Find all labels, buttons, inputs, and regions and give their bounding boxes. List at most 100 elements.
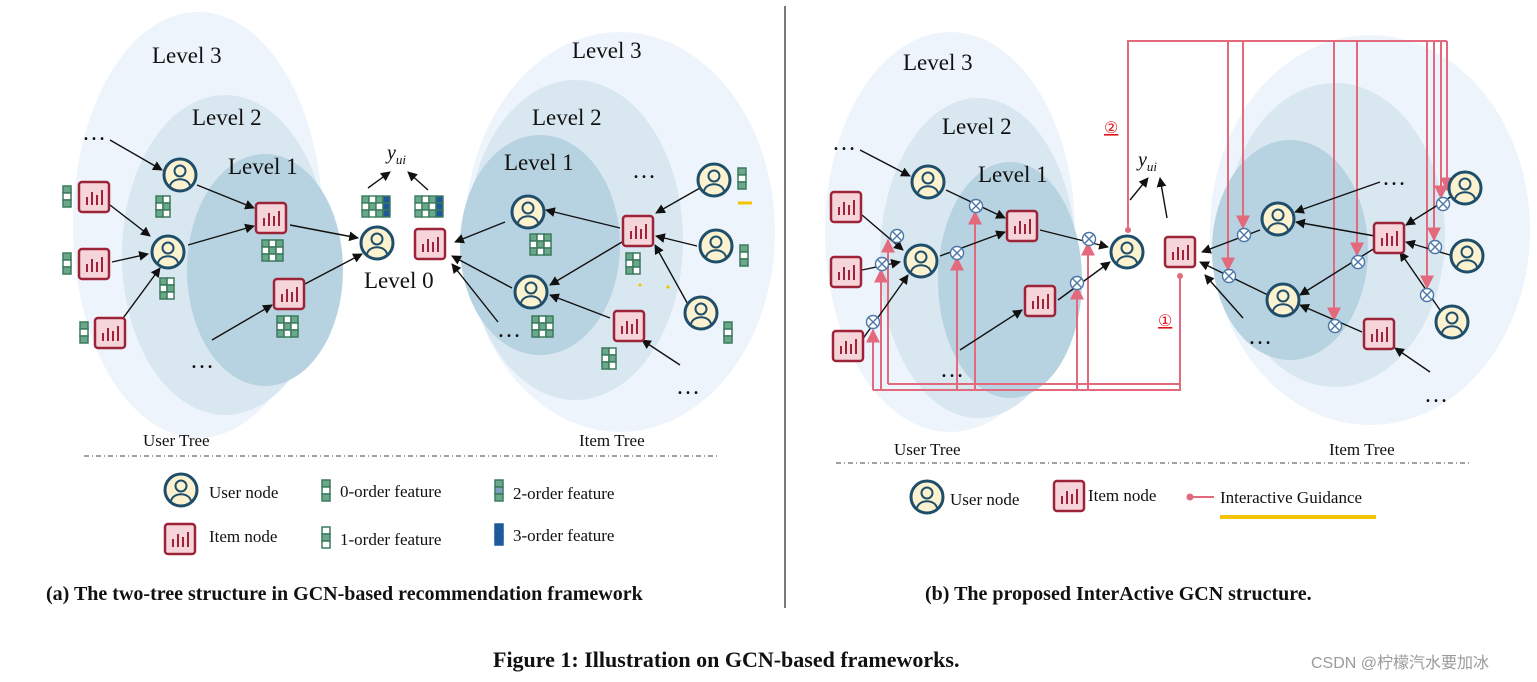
user-node (359, 225, 395, 261)
user-node-icon (163, 472, 199, 508)
feature-0-order (737, 167, 747, 190)
caption-b: (b) The proposed InterActive GCN structu… (925, 583, 1312, 605)
item-node (831, 329, 865, 363)
arrows-a (109, 139, 701, 366)
feature-1-order (601, 347, 617, 370)
item-node (1362, 317, 1396, 351)
ellipsis-a5: … (676, 374, 700, 400)
user-tree-label-b: User Tree (894, 440, 961, 459)
feature-final-user (361, 195, 391, 218)
user-node (903, 243, 939, 279)
user-node (1109, 234, 1145, 270)
b-ellipsis-5: … (1424, 382, 1448, 408)
item-node (93, 316, 127, 350)
yui-a: yui (385, 142, 406, 167)
item-level1-label: Level 1 (504, 150, 574, 175)
legend-f2: 2-order feature (513, 484, 614, 503)
item-node (77, 180, 111, 214)
item-tree-label-a: Item Tree (579, 431, 645, 450)
ellipsis-a2: … (190, 348, 214, 374)
user-node (698, 228, 734, 264)
user-node (1265, 282, 1301, 318)
yui-b: yui (1136, 149, 1157, 174)
b-level1-label: Level 1 (978, 162, 1048, 187)
yellow-dot (666, 285, 670, 289)
item-level2-label: Level 2 (532, 105, 602, 130)
user-node (910, 164, 946, 200)
item-node (1023, 284, 1057, 318)
feature-0-order (62, 252, 72, 275)
feature-0-order (62, 185, 72, 208)
ellipsis-a3: … (632, 158, 656, 184)
b-ellipsis-3: … (1382, 165, 1406, 191)
level0-label: Level 0 (364, 268, 434, 293)
yellow-dot (638, 283, 642, 287)
item-node (77, 247, 111, 281)
user-node (510, 194, 546, 230)
feature-final-item (414, 195, 444, 218)
item-node-icon (163, 522, 197, 556)
item-level3-label: Level 3 (572, 38, 642, 63)
user-node (683, 295, 719, 331)
feature-0-order (739, 244, 749, 267)
marker-1: ① (1158, 313, 1172, 330)
ellipsis-a1: … (82, 120, 106, 146)
feature-3-order (531, 315, 554, 338)
user-node (150, 234, 186, 270)
item-node (829, 190, 863, 224)
legend-f3: 3-order feature (513, 526, 614, 545)
feature-1-order (159, 277, 175, 300)
user-node (162, 157, 198, 193)
aggregator-markers (865, 196, 1451, 334)
legend-f0: 0-order feature (340, 482, 441, 501)
feature-2-icon (494, 479, 504, 502)
user-node (696, 162, 732, 198)
feature-0-order (79, 321, 89, 344)
user-tree-label-a: User Tree (143, 431, 210, 450)
feature-2-order (261, 239, 284, 262)
item-node (272, 277, 306, 311)
legend-user-node: User node (209, 483, 278, 502)
feature-1-order (155, 195, 171, 218)
b-ellipsis-2: … (940, 357, 964, 383)
user-node (513, 274, 549, 310)
item-node-icon (1052, 479, 1086, 513)
item-node (1163, 235, 1197, 269)
interactive-guidance-lines (866, 40, 1454, 391)
item-node (413, 227, 447, 261)
user-node (1260, 201, 1296, 237)
user-node (1449, 238, 1485, 274)
feature-3-order (276, 315, 299, 338)
legend-b-guidance: Interactive Guidance (1220, 488, 1362, 507)
item-node (829, 255, 863, 289)
user-level3-label: Level 3 (152, 43, 222, 68)
legend-item-node: Item node (209, 527, 277, 546)
user-level2-label: Level 2 (192, 105, 262, 130)
item-node (612, 309, 646, 343)
feature-1-icon (321, 526, 331, 549)
watermark: CSDN @柠檬汽水要加冰 (1311, 654, 1489, 672)
item-node (254, 201, 288, 235)
user-node (1434, 304, 1470, 340)
user-node (1447, 170, 1483, 206)
user-node-icon (909, 479, 945, 515)
feature-0-icon (321, 479, 331, 502)
b-ellipsis-1: … (832, 130, 856, 156)
feature-3-icon (494, 523, 504, 546)
user-level1-label: Level 1 (228, 154, 298, 179)
legend-b-user-node: User node (950, 490, 1019, 509)
caption-a: (a) The two-tree structure in GCN-based … (46, 583, 644, 605)
b-ellipsis-4: … (1248, 324, 1272, 350)
legend-b-item-node: Item node (1088, 486, 1156, 505)
b-level3-label: Level 3 (903, 50, 973, 75)
item-node (1372, 221, 1406, 255)
legend-f1: 1-order feature (340, 530, 441, 549)
figure-caption: Figure 1: Illustration on GCN-based fram… (493, 647, 959, 672)
item-tree-label-b: Item Tree (1329, 440, 1395, 459)
b-level2-label: Level 2 (942, 114, 1012, 139)
panel-b: Level 3 Level 2 Level 1 yui ② ① … … … … … (825, 32, 1530, 605)
legend-a: User node Item node 0-order feature 1-or… (163, 472, 614, 556)
ellipsis-a4: … (497, 317, 521, 343)
legend-b: User node Item node Interactive Guidance (909, 479, 1376, 519)
item-node (1005, 209, 1039, 243)
